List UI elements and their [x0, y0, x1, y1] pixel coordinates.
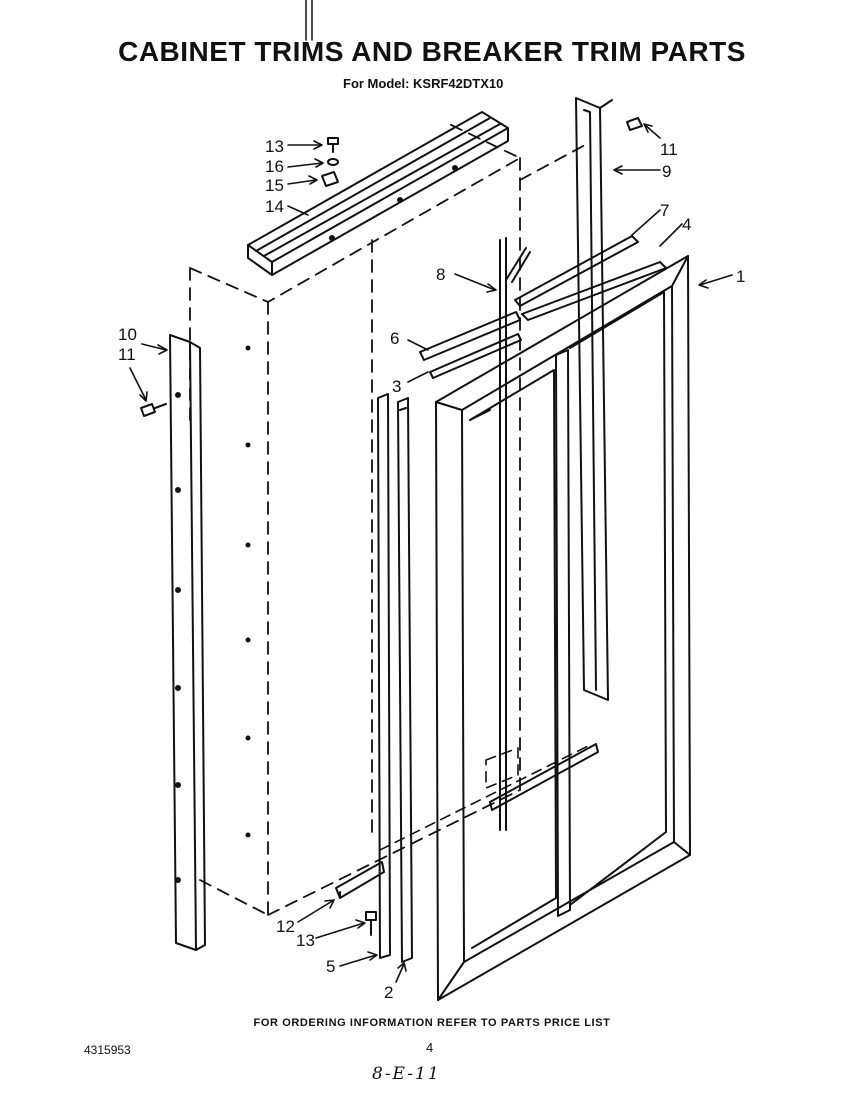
callout-12: 12 [276, 917, 295, 936]
callout-10: 10 [118, 325, 137, 344]
callout-7: 7 [660, 201, 669, 220]
callout-3: 3 [392, 377, 401, 396]
callout-13-bottom: 13 [296, 931, 315, 950]
diagram-title: CABINET TRIMS AND BREAKER TRIM PARTS [118, 36, 746, 67]
callout-9: 9 [662, 162, 671, 181]
washer-part-16 [327, 158, 339, 166]
callout-16: 16 [265, 157, 284, 176]
trim-part-3 [429, 333, 522, 379]
trim-part-6 [419, 311, 521, 361]
callout-11-right: 11 [660, 140, 678, 159]
clip-part-15 [321, 171, 339, 187]
screw-part-11-left [140, 403, 167, 417]
mullion-trim-part-5 [377, 393, 391, 959]
top-trim-rail-part-14 [247, 111, 509, 276]
callout-13-top: 13 [265, 137, 284, 156]
screw-part-13-top [327, 137, 339, 153]
leader-lines [129, 123, 733, 983]
callout-4: 4 [682, 215, 691, 234]
cabinet-bottom-dashes [379, 744, 591, 851]
trim-part-7 [514, 235, 639, 307]
bottom-bracket-part-12 [335, 861, 385, 899]
model-line: For Model: KSRF42DTX10 [343, 76, 504, 91]
ordering-footer-note: FOR ORDERING INFORMATION REFER TO PARTS … [253, 1017, 611, 1029]
right-vertical-trim-part-9 [575, 97, 613, 701]
callout-6: 6 [390, 329, 399, 348]
screw-part-13-bottom [365, 911, 377, 936]
page-number: 4 [426, 1040, 434, 1055]
cabinet-outline [189, 121, 586, 916]
callout-8: 8 [436, 265, 445, 284]
breaker-frame-part-1 [435, 255, 691, 1001]
callout-1: 1 [736, 267, 745, 286]
left-side-trim-part-10 [169, 334, 206, 951]
document-number: 4315953 [84, 1043, 131, 1057]
callout-11-left: 11 [118, 345, 136, 364]
screw-part-11-right [626, 117, 643, 131]
callout-2: 2 [384, 983, 393, 1002]
callout-15: 15 [265, 176, 284, 195]
bottom-rail [489, 743, 599, 811]
handwritten-note: 8-E-11 [372, 1064, 441, 1084]
callout-5: 5 [326, 957, 335, 976]
callout-14: 14 [265, 197, 284, 216]
mullion-trim-part-2 [397, 397, 413, 963]
heater-wire-part-8 [499, 237, 531, 831]
